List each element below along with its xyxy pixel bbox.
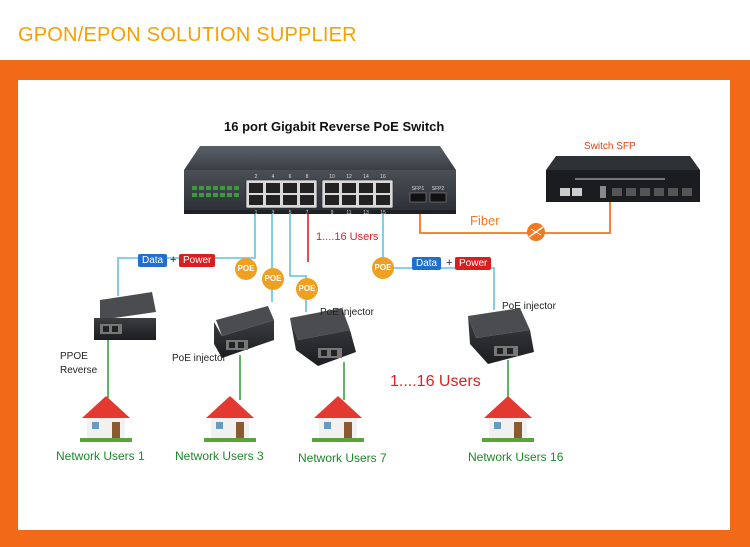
house-icon-user3 xyxy=(204,396,256,442)
poe-switch: 2 4 6 8 10 12 14 16 1 3 5 7 9 11 13 15 S… xyxy=(184,146,456,216)
header-bar: GPON/EPON SOLUTION SUPPLIER xyxy=(0,0,750,60)
house-icon-user7 xyxy=(312,396,364,442)
users-range-big: 1....16 Users xyxy=(390,373,481,390)
port-num-top: 16 xyxy=(380,174,386,180)
port-num-bottom: 3 xyxy=(272,210,275,216)
port-num-top: 8 xyxy=(306,174,309,180)
injector-reverse xyxy=(94,292,156,340)
poe-badge: POE xyxy=(235,258,257,280)
poe-badge: POE xyxy=(296,278,318,300)
sfp2-label: SFP2 xyxy=(432,186,445,192)
poe-injector-label-3: PoE injector xyxy=(172,353,226,364)
header-title: GPON/EPON SOLUTION SUPPLIER xyxy=(18,24,357,46)
sfp-slots: SFP1 SFP2 xyxy=(409,186,447,203)
data-tag-right: Data xyxy=(412,257,442,270)
ppoe-reverse-label: PPOE Reverse xyxy=(60,351,98,376)
house-icon-user1 xyxy=(80,396,132,442)
poe-injector-label-7: PoE injector xyxy=(320,307,374,318)
poe-badge: POE xyxy=(262,268,284,290)
cable-fiber xyxy=(419,200,611,234)
rj45-ports xyxy=(245,179,394,209)
users-range-small: 1....16 Users xyxy=(316,231,379,243)
cable-port1-to-reverse xyxy=(117,210,256,296)
port-num-top: 2 xyxy=(255,174,258,180)
switch-sfp-device xyxy=(546,156,700,202)
port-num-top: 10 xyxy=(329,174,335,180)
network-users-3-label: Network Users 3 xyxy=(175,449,264,463)
port-num-top: 14 xyxy=(363,174,369,180)
port-num-bottom: 9 xyxy=(331,210,334,216)
sfp1-label: SFP1 xyxy=(412,186,425,192)
injector-7 xyxy=(290,308,356,366)
network-users-16-label: Network Users 16 xyxy=(468,450,564,464)
plus-sign-left: + xyxy=(170,254,177,266)
poe-badge: POE xyxy=(372,257,394,279)
network-users-1-label: Network Users 1 xyxy=(56,449,145,463)
port-num-bottom: 5 xyxy=(289,210,292,216)
house-icon-user16 xyxy=(482,396,534,442)
injector-3 xyxy=(214,306,274,358)
led-panel xyxy=(192,186,239,197)
plus-sign-right: + xyxy=(446,257,453,269)
power-tag-right: Power xyxy=(455,257,492,270)
port-num-bottom: 11 xyxy=(346,210,351,216)
power-tag-left: Power xyxy=(179,254,216,267)
fiber-connector-icon xyxy=(527,223,545,241)
switch-sfp-label: Switch SFP xyxy=(584,141,636,152)
port-num-top: 6 xyxy=(289,174,292,180)
switch-title: 16 port Gigabit Reverse PoE Switch xyxy=(224,119,445,134)
port-num-bottom: 7 xyxy=(306,210,309,216)
port-num-top: 12 xyxy=(346,174,352,180)
network-users-7-label: Network Users 7 xyxy=(298,451,387,465)
port-num-bottom: 1 xyxy=(255,210,258,216)
poe-injector-label-16: PoE injector xyxy=(502,301,556,312)
port-num-bottom: 13 xyxy=(363,210,369,216)
port-num-bottom: 15 xyxy=(380,210,386,216)
fiber-label: Fiber xyxy=(470,213,500,228)
port-num-top: 4 xyxy=(272,174,275,180)
data-tag-left: Data xyxy=(138,254,168,267)
injector-16 xyxy=(468,308,534,364)
